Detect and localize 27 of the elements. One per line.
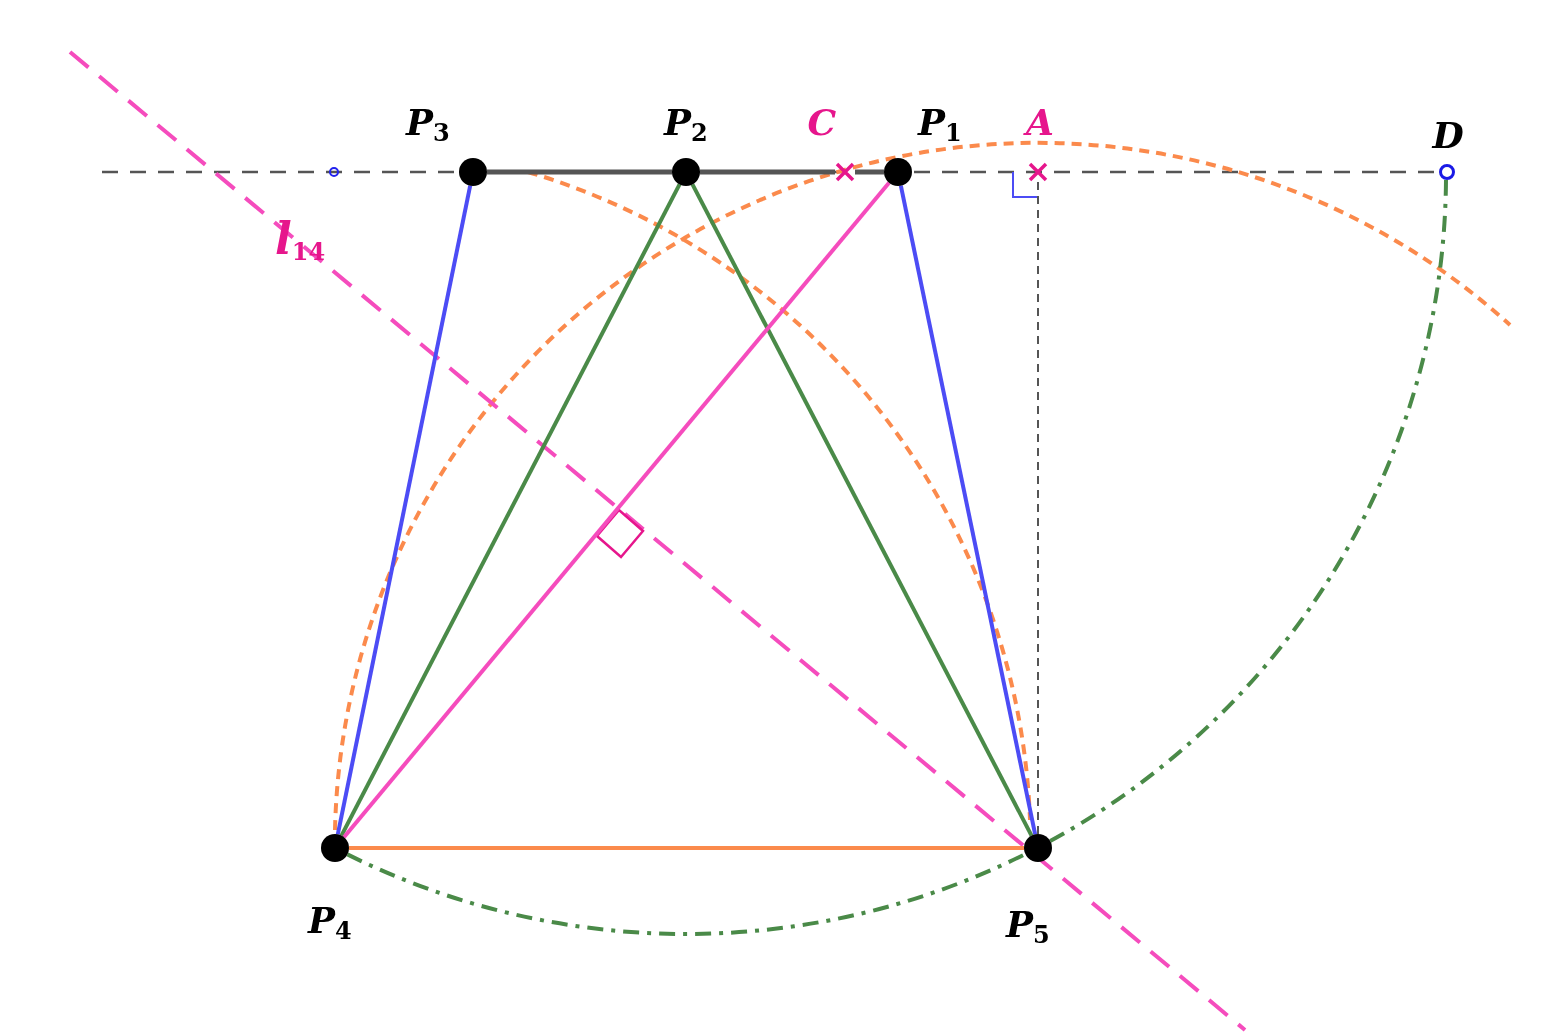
point-label: P$_{5}$ bbox=[1006, 905, 1050, 947]
point-dot bbox=[459, 158, 487, 186]
point-label: P$_{3}$ bbox=[406, 103, 450, 145]
line-segment bbox=[339, 183, 682, 837]
point-label: P$_{1}$ bbox=[918, 103, 962, 145]
line-segment bbox=[700, 169, 835, 175]
point-label: P$_{4}$ bbox=[308, 901, 352, 943]
line-segment bbox=[342, 181, 891, 839]
point-dot bbox=[1024, 834, 1052, 862]
line-segment bbox=[335, 185, 473, 835]
line-segment bbox=[487, 169, 672, 175]
cross-mark bbox=[835, 162, 855, 182]
point-dot bbox=[884, 158, 912, 186]
arc-segment bbox=[346, 852, 1027, 936]
arc-segment bbox=[1049, 179, 1448, 843]
line-segment bbox=[349, 846, 1024, 850]
point-label: P$_{2}$ bbox=[664, 103, 708, 145]
point-label: C bbox=[807, 104, 837, 140]
point-circle bbox=[1439, 164, 1455, 180]
line-segment bbox=[690, 183, 1034, 837]
point-label: D bbox=[1432, 117, 1464, 153]
cross-mark bbox=[1028, 162, 1048, 182]
line-segment bbox=[898, 185, 1038, 835]
line-segment bbox=[1037, 181, 1039, 835]
point-dot bbox=[672, 158, 700, 186]
point-dot bbox=[321, 834, 349, 862]
line-segment bbox=[855, 169, 884, 175]
